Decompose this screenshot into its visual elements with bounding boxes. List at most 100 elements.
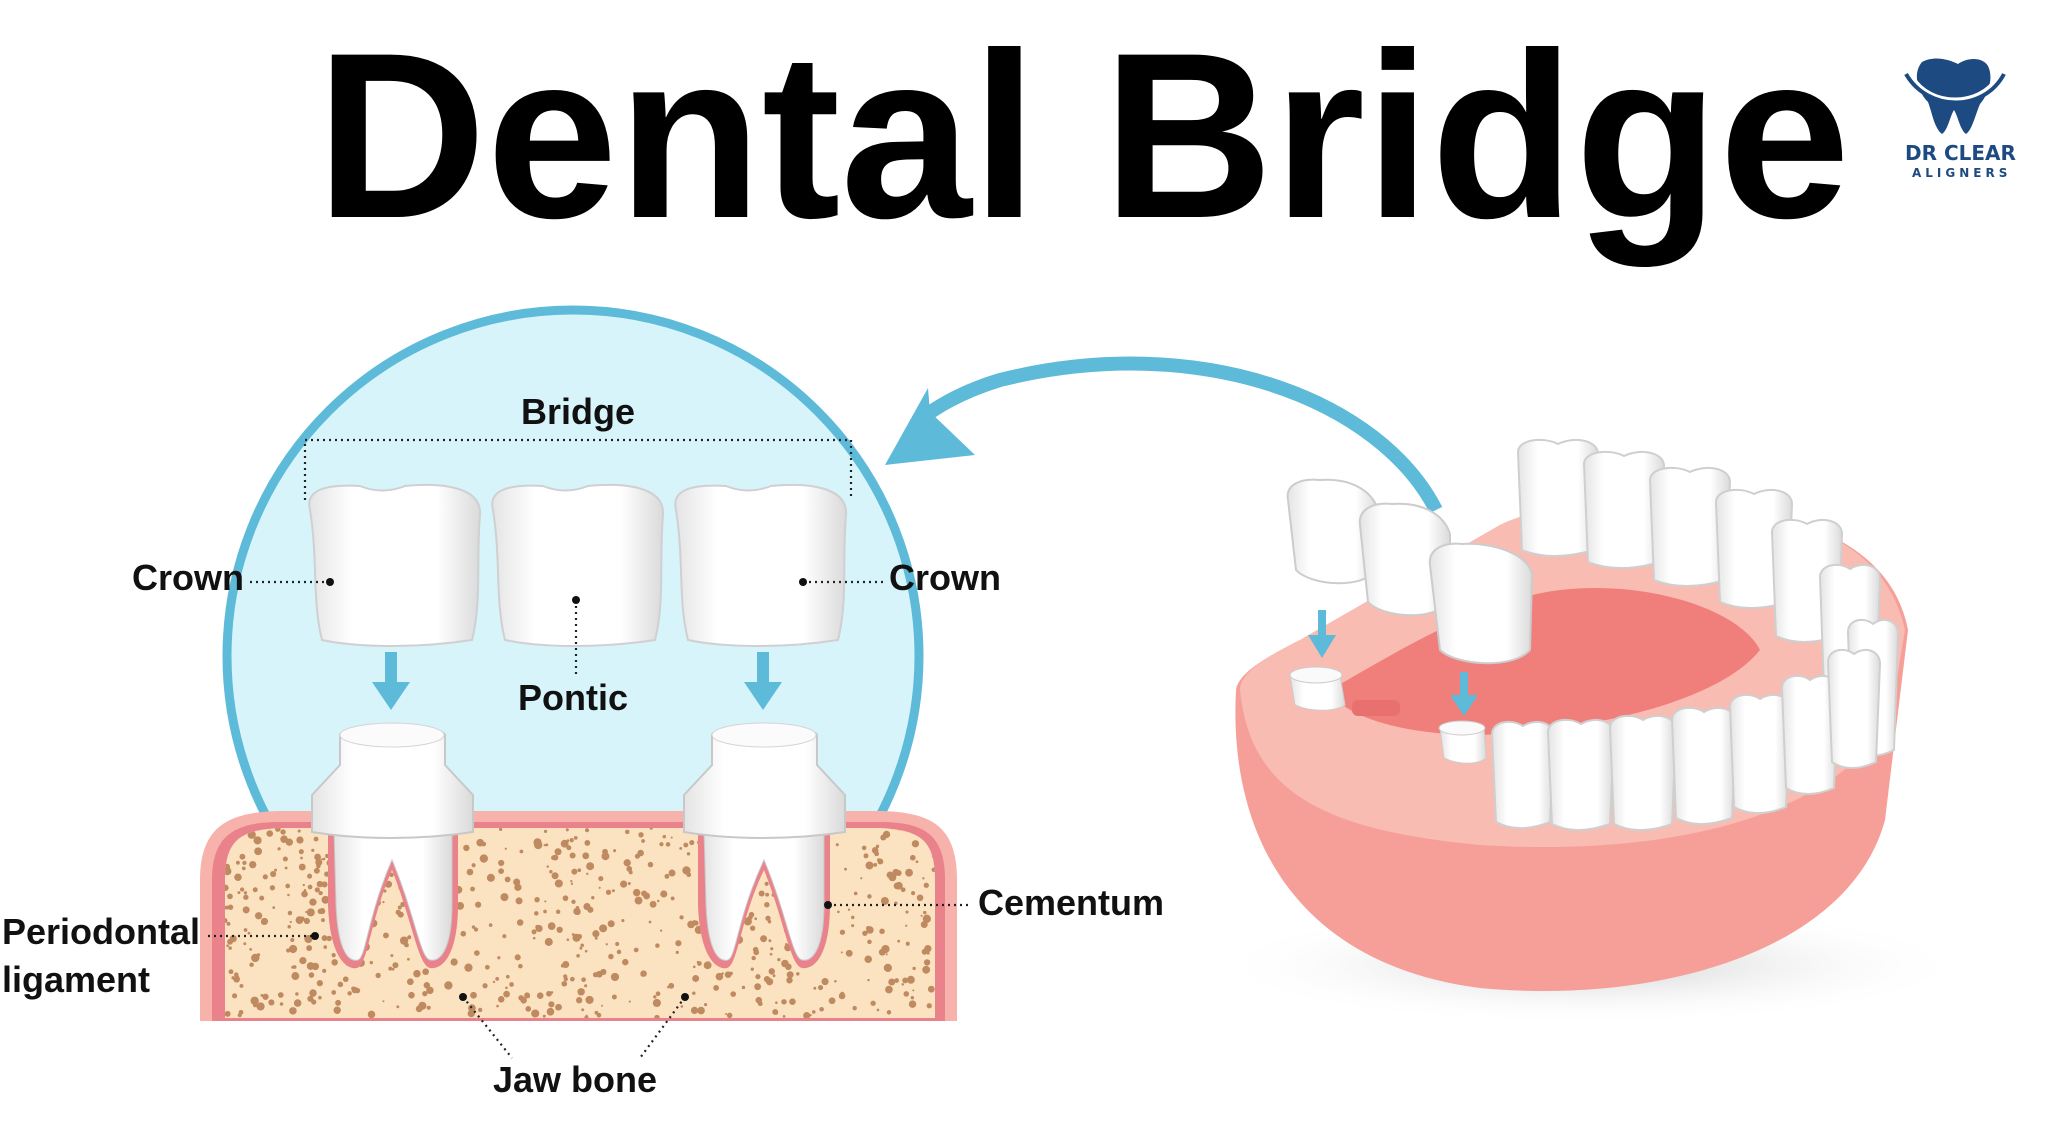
bone-pore [656, 899, 660, 903]
bone-pore [655, 991, 661, 997]
curved-arrow-icon [885, 356, 1443, 514]
bone-pore [867, 939, 872, 945]
bone-pore [847, 908, 851, 911]
bone-pore [641, 839, 645, 843]
bone-pore [467, 1010, 475, 1018]
bone-pore [497, 996, 505, 1003]
bone-pore [921, 948, 928, 955]
bone-pore [308, 972, 315, 978]
bone-pore [764, 901, 770, 908]
bone-pore [666, 985, 670, 989]
bone-pore [231, 976, 235, 980]
bone-pore [754, 917, 758, 921]
bone-pore [845, 949, 853, 957]
bone-pore [249, 948, 253, 951]
bone-pore [634, 896, 643, 905]
bone-pore [660, 890, 668, 898]
bone-pore [675, 950, 679, 955]
bone-pore [456, 901, 465, 910]
bone-pore [626, 866, 633, 872]
bone-pore [233, 972, 239, 978]
bridge-bracket [303, 438, 853, 500]
bone-pore [544, 937, 553, 946]
bone-pore [781, 999, 787, 1005]
bone-pore [407, 957, 410, 961]
bone-pore [237, 891, 241, 895]
bone-pore [563, 974, 568, 979]
bone-pore [715, 972, 724, 981]
bone-pore [251, 953, 260, 963]
bone-pore [903, 991, 910, 997]
bone-pore [561, 980, 568, 987]
bone-pore [321, 881, 328, 888]
bone-pore [775, 1001, 778, 1004]
bone-pore [581, 1008, 585, 1012]
bone-pore [303, 917, 310, 925]
bone-pore [535, 924, 543, 933]
bone-pore [753, 949, 760, 956]
bone-pore [575, 905, 580, 910]
bone-pore [422, 968, 429, 976]
bone-pore [527, 995, 530, 999]
bone-pore [598, 886, 601, 889]
bone-pore [284, 866, 288, 870]
bone-pore [923, 882, 929, 888]
bone-pore [492, 980, 496, 984]
bone-pore [536, 992, 544, 999]
bone-pore [274, 868, 278, 872]
bone-pore [331, 953, 336, 958]
bone-pore [375, 972, 381, 979]
bone-pore [504, 876, 511, 883]
bone-pore [659, 842, 664, 847]
bone-pore [408, 991, 415, 999]
bone-pore [543, 909, 547, 914]
bone-pore [473, 927, 479, 932]
bone-pore [280, 829, 286, 835]
bone-pore [495, 976, 500, 981]
bone-pore [909, 854, 916, 861]
bone-pore [594, 936, 598, 940]
bone-pore [551, 872, 559, 880]
bone-pore [908, 1000, 917, 1008]
bone-pore [652, 998, 661, 1008]
bone-pore [598, 876, 604, 882]
bone-pore [687, 920, 695, 929]
bone-pore [302, 883, 305, 887]
bone-pore [920, 914, 923, 917]
bone-pore [415, 1005, 423, 1013]
bone-pore [703, 961, 712, 970]
tooth [1648, 466, 1732, 587]
bone-pore [926, 1003, 932, 1009]
bone-pore [877, 858, 884, 865]
bone-pore [601, 1004, 604, 1007]
bone-pore [282, 856, 288, 862]
bone-pore [649, 900, 657, 908]
label-ligament: ligament [2, 959, 151, 1000]
bone-pore [399, 936, 409, 945]
bone-pore [569, 852, 576, 859]
bone-pore [659, 929, 663, 932]
bone-pore [292, 965, 297, 969]
bone-pore [803, 1011, 811, 1018]
bone-pore [879, 928, 885, 935]
bone-pore [905, 941, 910, 946]
bone-pore [306, 908, 315, 917]
bone-pore [531, 1009, 540, 1018]
bone-pore [228, 946, 232, 950]
bone-pore [347, 991, 352, 996]
bone-pore [367, 1010, 376, 1018]
bone-pore [542, 1014, 546, 1018]
bone-pore [266, 830, 274, 837]
bone-pore [515, 897, 523, 905]
bone-pore [291, 972, 300, 980]
bone-pore [475, 901, 482, 908]
bone-pore [423, 982, 431, 989]
tooth [1516, 438, 1600, 557]
bone-pore [243, 942, 247, 946]
bone-pore [765, 892, 770, 897]
bone-pore [786, 971, 794, 979]
bone-pore [390, 954, 394, 958]
bone-pore [547, 922, 556, 930]
bone-pore [608, 953, 614, 960]
bone-pore [226, 921, 231, 926]
